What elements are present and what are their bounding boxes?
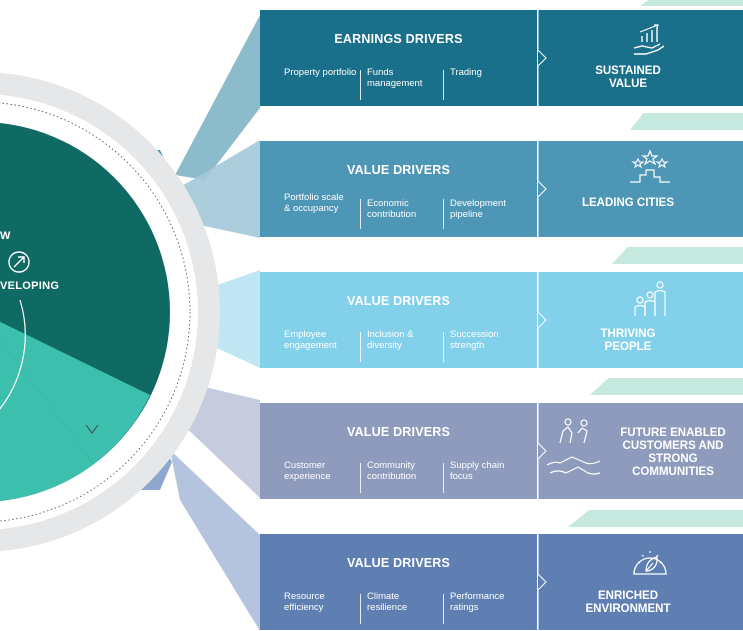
- item-divider: [443, 463, 444, 493]
- item-divider: [360, 199, 361, 229]
- chevron-divider: [538, 272, 547, 368]
- chevron-divider: [538, 141, 547, 237]
- chevron-divider: [538, 534, 547, 630]
- driver-item: Supply chain focus: [450, 460, 505, 482]
- stripe-5: [568, 510, 743, 527]
- driver-item: Inclusion & diversity: [367, 329, 414, 351]
- outcome-panel: FUTURE ENABLED CUSTOMERS AND STRONG COMM…: [538, 403, 743, 499]
- people-handshake-icon: [546, 418, 601, 475]
- chevron-divider: [538, 403, 547, 499]
- driver-item: Succession strength: [450, 329, 499, 351]
- drivers-title: VALUE DRIVERS: [346, 556, 451, 570]
- stripe-1: [640, 0, 743, 6]
- item-divider: [360, 463, 361, 493]
- item-divider: [443, 70, 444, 100]
- item-divider: [360, 594, 361, 624]
- chevron-divider: [538, 10, 547, 106]
- stars-podium-icon: [630, 149, 670, 183]
- stripe-2: [630, 113, 743, 130]
- driver-item: Trading: [450, 67, 482, 78]
- outcome-panel: LEADING CITIES: [538, 141, 743, 237]
- driver-item: Development pipeline: [450, 198, 506, 220]
- driver-item: Economic contribution: [367, 198, 417, 220]
- outcome-panel: THRIVING PEOPLE: [538, 272, 743, 368]
- driver-item: Employee engagement: [284, 329, 337, 351]
- connector-fan-5: [170, 450, 260, 631]
- driver-item: Portfolio scale & occupancy: [284, 192, 344, 214]
- leaf-gauge-icon: [633, 551, 667, 575]
- driver-item: Customer experience: [284, 460, 331, 482]
- driver-item: Community contribution: [367, 460, 417, 482]
- outcome-label: LEADING CITIES: [581, 197, 674, 209]
- white-arc: [0, 299, 26, 410]
- driver-item: Performance ratings: [450, 591, 505, 613]
- driver-item: Property portfolio: [284, 67, 357, 78]
- item-divider: [443, 199, 444, 229]
- drivers-panel: VALUE DRIVERS Resource efficiency Climat…: [260, 534, 537, 630]
- arrow-up-right-icon: [13, 256, 25, 268]
- hand-growth-chart-icon: [633, 24, 665, 55]
- row-value-2: VALUE DRIVERS Employee engagement Inclus…: [260, 272, 743, 368]
- outcome-label: THRIVING PEOPLE: [600, 328, 656, 353]
- core-light-sector: [0, 338, 94, 501]
- people-group-icon: [634, 281, 666, 316]
- item-divider: [360, 332, 361, 362]
- dotted-orbit: [0, 102, 191, 522]
- connector-fan-1: [175, 15, 260, 180]
- outcome-label: FUTURE ENABLED CUSTOMERS AND STRONG COMM…: [620, 427, 726, 478]
- stripe-4: [590, 378, 743, 395]
- drivers-panel: VALUE DRIVERS Employee engagement Inclus…: [260, 272, 537, 368]
- item-divider: [443, 594, 444, 624]
- row-value-3: VALUE DRIVERS Customer experience Commun…: [260, 403, 743, 499]
- driver-item: Climate resilience: [367, 591, 408, 613]
- drivers-panel: VALUE DRIVERS Portfolio scale & occupanc…: [260, 141, 537, 237]
- drivers-title: EARNINGS DRIVERS: [334, 32, 463, 46]
- driver-item: Resource efficiency: [284, 591, 325, 613]
- drivers-panel: EARNINGS DRIVERS Property portfolio Fund…: [260, 10, 537, 106]
- item-divider: [443, 332, 444, 362]
- circle-label-top: W: [0, 230, 11, 242]
- driver-item: Funds management: [367, 67, 423, 89]
- outcome-panel: SUSTAINED VALUE: [538, 10, 743, 106]
- circle-label: VELOPING: [0, 280, 60, 292]
- arrow-circle-icon: [8, 251, 30, 273]
- core-light-sector-b: [0, 321, 150, 464]
- row-value-1: VALUE DRIVERS Portfolio scale & occupanc…: [260, 141, 743, 237]
- item-divider: [360, 70, 361, 100]
- stripe-3: [612, 247, 743, 264]
- drivers-title: VALUE DRIVERS: [346, 425, 451, 439]
- row-value-4: VALUE DRIVERS Resource efficiency Climat…: [260, 534, 743, 630]
- orbit-arrowhead-icon: [85, 424, 99, 434]
- drivers-title: VALUE DRIVERS: [346, 294, 451, 308]
- outcome-panel: ENRICHED ENVIRONMENT: [538, 534, 743, 630]
- row-earnings: EARNINGS DRIVERS Property portfolio Fund…: [260, 10, 743, 106]
- outcome-label: ENRICHED ENVIRONMENT: [585, 590, 671, 615]
- drivers-panel: VALUE DRIVERS Customer experience Commun…: [260, 403, 537, 499]
- outcome-label: SUSTAINED VALUE: [595, 65, 661, 90]
- drivers-title: VALUE DRIVERS: [346, 163, 451, 177]
